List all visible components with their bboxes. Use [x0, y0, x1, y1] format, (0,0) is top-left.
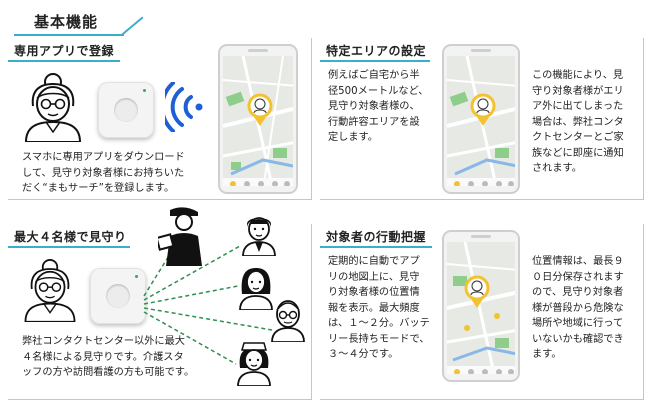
map-view	[447, 56, 515, 186]
device-button	[106, 284, 130, 308]
tracking-left-line-4: 報を表示。最大頻度	[328, 302, 420, 314]
area-left-line-5: 定します。	[328, 132, 378, 143]
register-section-title: 専用アプリで登録	[14, 44, 115, 58]
area-right-line-3: ア外に出てしまった	[532, 101, 624, 112]
elderly-man-icon	[271, 300, 305, 342]
watch-line-1: 弊社コンタクトセンター以外に最大	[22, 336, 185, 347]
map-screen	[447, 242, 515, 374]
nurse-icon	[237, 342, 271, 386]
area-right-line-6: 族などに即座に通知	[532, 147, 624, 159]
area-section-frame	[320, 38, 644, 200]
area-right-line-7: されます。	[532, 163, 582, 174]
area-right-line-5: クトセンターとご家	[532, 132, 624, 143]
tracking-right-line-4: 様が普段から危険な	[532, 302, 624, 314]
watch-description: 弊社コンタクトセンター以外に最大 ４名様による見守りです。介護スタ ッフの方や訪…	[22, 334, 194, 381]
tracking-right-line-7: ます。	[532, 349, 562, 360]
device-button	[114, 98, 138, 122]
tracking-left-line-6: リー長持ちモードで、	[328, 333, 430, 345]
area-left-line-1: 例えばご自宅から半	[328, 70, 420, 81]
area-description-left: 例えばご自宅から半 径500メートルなど、 見守り対象者様の、 行動許容エリアを…	[328, 68, 428, 146]
watch-section-title: 最大４名様で見守り	[14, 230, 127, 244]
tracking-section-frame	[320, 224, 644, 400]
register-line-1: スマホに専用アプリをダウンロード	[22, 152, 185, 163]
elderly-woman-icon	[24, 73, 82, 142]
delivery-person-icon	[158, 207, 202, 266]
tracking-description-left: 定期的に自動でアプ リの地図上に、見守 り対象者様の位置情 報を表示。最大頻度 …	[328, 254, 430, 363]
wifi-signal-icon	[165, 82, 203, 132]
area-left-line-3: 見守り対象者様の、	[328, 101, 420, 112]
tracking-left-line-3: り対象者様の位置情	[328, 287, 420, 298]
area-left-line-2: 径500メートルなど、	[328, 85, 429, 97]
connection-lines	[143, 245, 273, 365]
area-title-underline	[320, 60, 430, 62]
register-line-3: だく“まもサーチ”を登録します。	[22, 183, 175, 194]
tracking-left-line-1: 定期的に自動でアプ	[328, 256, 420, 267]
tracking-right-line-5: 場所や地域に行って	[532, 318, 624, 329]
register-description: スマホに専用アプリをダウンロード して、見守り対象者様にお持ちいた だく“まもサ…	[22, 150, 185, 197]
device-led	[143, 89, 146, 92]
map-view	[447, 242, 515, 374]
area-right-line-2: 守り対象者様がエリ	[532, 85, 624, 97]
tracking-right-line-3: ので、見守り対象者	[532, 287, 624, 298]
watch-title-underline	[8, 246, 130, 248]
device-led	[135, 275, 138, 278]
man-icon	[242, 217, 276, 256]
area-right-line-1: この機能により、見	[532, 70, 624, 81]
area-section-title: 特定エリアの設定	[326, 44, 427, 58]
map-screen	[447, 56, 515, 186]
tracking-section-title: 対象者の行動把握	[326, 230, 427, 244]
main-heading-underline	[14, 34, 124, 36]
tracker-device-icon	[98, 82, 154, 138]
main-heading-slant	[120, 16, 144, 36]
area-description-right: この機能により、見 守り対象者様がエリ ア外に出てしまった 場合は、弊社コンタ …	[532, 68, 624, 177]
area-left-line-4: 行動許容エリアを設	[328, 116, 420, 128]
tracking-right-line-2: ０日分保存されます	[532, 271, 624, 283]
register-title-underline	[8, 60, 120, 62]
smartphone-icon	[442, 230, 520, 382]
area-right-line-4: 場合は、弊社コンタ	[532, 116, 624, 128]
tracking-right-line-6: いないかも確認でき	[532, 333, 624, 345]
tracking-title-underline	[320, 246, 432, 248]
elderly-woman-icon	[24, 259, 76, 322]
tracking-right-line-1: 位置情報は、最長９	[532, 256, 624, 267]
main-heading-text: 基本機能	[34, 13, 99, 31]
tracker-device-icon	[90, 268, 146, 324]
woman-icon	[239, 268, 273, 310]
map-screen	[223, 56, 293, 186]
tracking-left-line-7: ３～４分です。	[328, 349, 399, 360]
tracking-description-right: 位置情報は、最長９ ０日分保存されます ので、見守り対象者 様が普段から危険な …	[532, 254, 624, 363]
map-view	[223, 56, 293, 186]
register-section-frame	[8, 38, 312, 200]
watch-section-frame	[8, 224, 312, 400]
watch-line-3: ッフの方や訪問看護の方も可能です。	[22, 367, 195, 378]
register-line-2: して、見守り対象者様にお持ちいた	[22, 167, 185, 179]
main-heading: 基本機能	[14, 8, 150, 36]
watch-line-2: ４名様による見守りです。介護スタ	[22, 351, 184, 363]
tracking-left-line-2: リの地図上に、見守	[328, 271, 420, 283]
smartphone-icon	[218, 44, 298, 194]
smartphone-icon	[442, 44, 520, 194]
tracking-left-line-5: は、１～２分。バッテ	[328, 318, 430, 329]
